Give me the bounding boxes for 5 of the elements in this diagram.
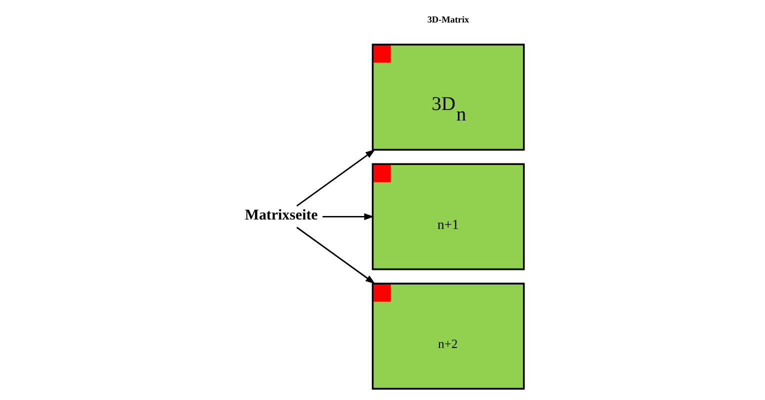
node-text: Matrixseite	[244, 208, 318, 224]
arrow	[322, 213, 374, 220]
arrow	[296, 149, 376, 207]
arrow	[296, 226, 376, 284]
label: 3D-Matrix	[427, 14, 470, 24]
